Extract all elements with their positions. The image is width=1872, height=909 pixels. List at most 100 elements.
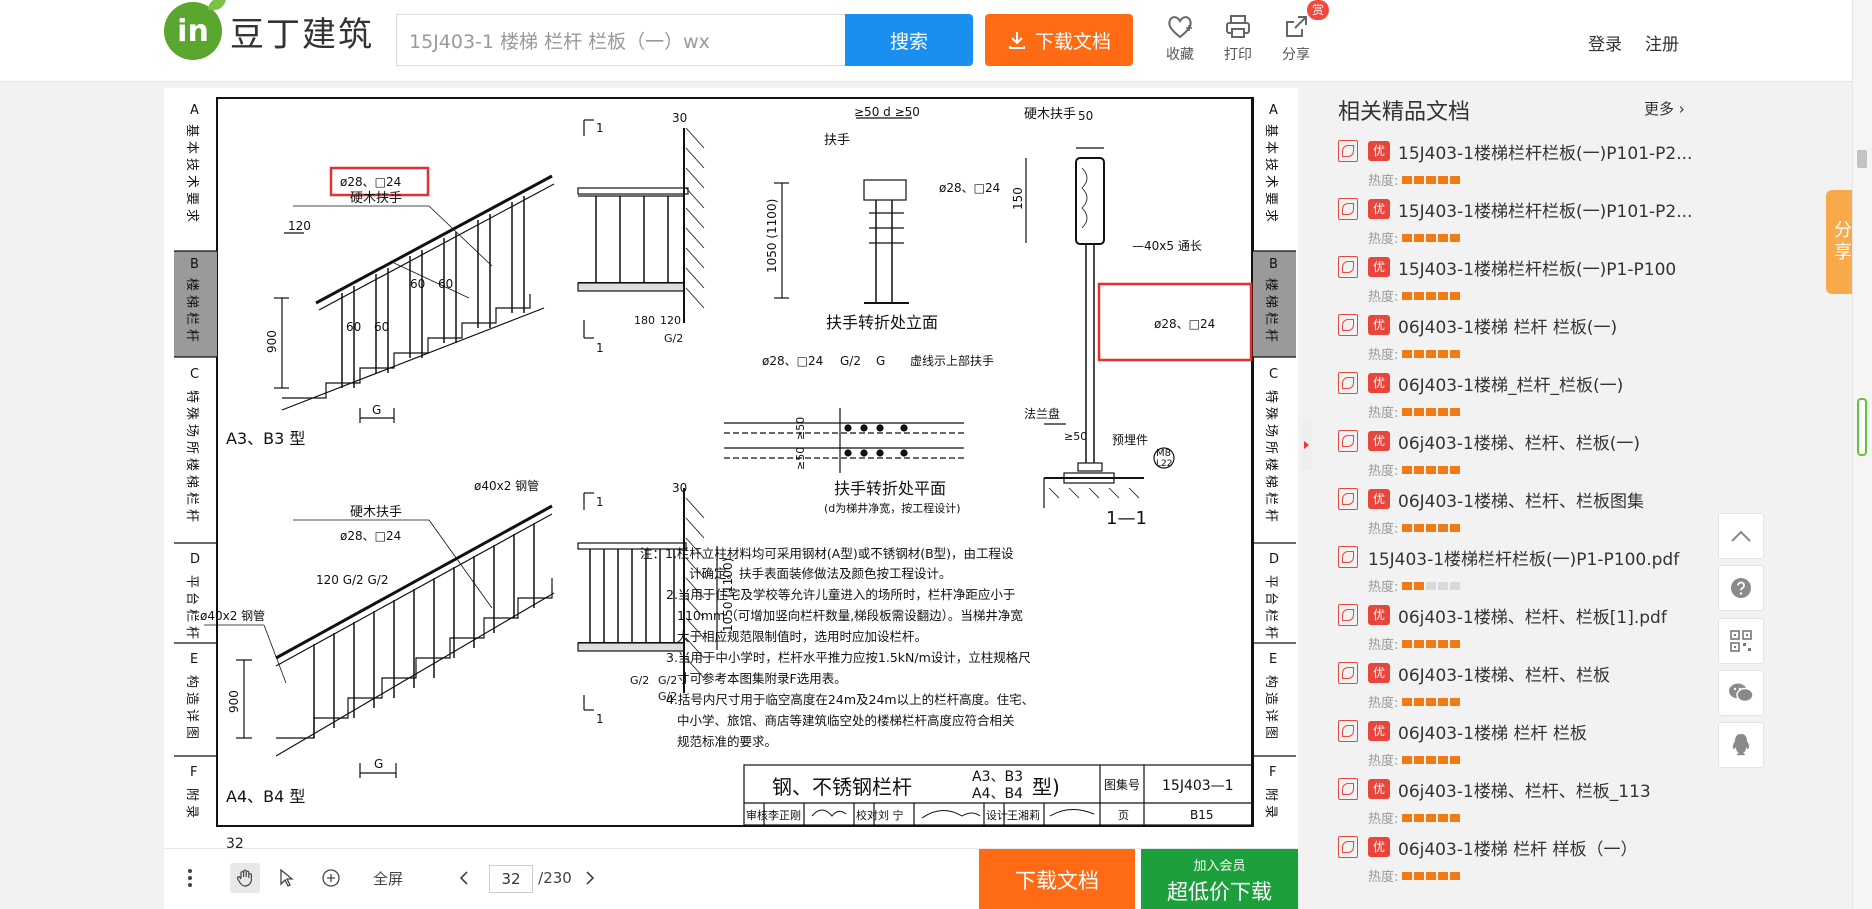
prev-page-icon[interactable] bbox=[454, 863, 474, 893]
related-doc-title[interactable]: 06J403-1楼梯_栏杆_栏板(一) bbox=[1398, 375, 1624, 396]
sheet-page-number: B15 bbox=[1190, 808, 1214, 822]
related-doc-title[interactable]: 06j403-1楼梯、栏杆、栏板_113 bbox=[1398, 781, 1651, 802]
related-doc-title[interactable]: 06J403-1楼梯 栏杆 栏板(一) bbox=[1398, 317, 1618, 338]
dim-g-plan: G bbox=[876, 354, 885, 368]
logo-mark: in bbox=[164, 0, 226, 60]
heat-segment bbox=[1426, 407, 1437, 416]
qq-button[interactable] bbox=[1718, 722, 1764, 768]
related-doc-title[interactable]: 06j403-1楼梯 栏杆 样板（一） bbox=[1398, 839, 1638, 860]
label-bar-size-top: ø28、□24 bbox=[340, 175, 401, 189]
bottom-download-button[interactable]: 下载文档 bbox=[979, 849, 1135, 909]
related-doc-title[interactable]: 06J403-1楼梯、栏杆、栏板图集 bbox=[1398, 491, 1645, 512]
heat-segment bbox=[1438, 697, 1449, 706]
more-options-icon[interactable] bbox=[180, 863, 200, 893]
hand-tool-icon[interactable] bbox=[230, 863, 260, 893]
heat-label: 热度: bbox=[1368, 348, 1399, 363]
related-doc-title[interactable]: 06J403-1楼梯 栏杆 栏板 bbox=[1398, 723, 1587, 744]
related-doc-title[interactable]: 15J403-1楼梯栏杆栏板(一)P101-P2... bbox=[1398, 201, 1693, 222]
wechat-button[interactable] bbox=[1718, 670, 1764, 716]
dim-60-a: 60 bbox=[410, 277, 425, 291]
label-steel-tube-bottom: ø40x2 钢管 bbox=[200, 608, 265, 623]
search-button[interactable]: 搜索 bbox=[845, 14, 973, 66]
right-tab-b-label: 楼梯栏杆 bbox=[1263, 278, 1278, 346]
heat-bar bbox=[1402, 755, 1461, 764]
scrollbar-thumb[interactable] bbox=[1857, 150, 1867, 168]
note-line: 2.当用于住宅及学校等允许儿童进入的场所时，栏杆净距应小于 bbox=[666, 587, 1015, 602]
favorite-button[interactable]: 收藏 bbox=[1155, 14, 1205, 64]
document-page[interactable]: A 基本技术要求 B 楼梯栏杆 C 特殊场所楼梯栏杆 D 平台栏杆 E 构造详图… bbox=[164, 88, 1298, 852]
share-side-tab[interactable]: 分享 bbox=[1826, 190, 1856, 294]
section-mark-bottom-b: 1 bbox=[596, 712, 604, 726]
right-tab-c-letter: C bbox=[1269, 367, 1278, 382]
heat-label: 热度: bbox=[1368, 174, 1399, 189]
collapse-sidebar-toggle[interactable] bbox=[1302, 420, 1312, 470]
zoom-in-icon[interactable] bbox=[318, 863, 344, 893]
pdf-icon bbox=[1338, 836, 1358, 858]
dim-g2-bottom-b: G/2 bbox=[658, 674, 677, 687]
login-link[interactable]: 登录 bbox=[1588, 35, 1622, 55]
heat-segment bbox=[1450, 349, 1461, 358]
share-button[interactable]: 分享 赏 bbox=[1271, 0, 1329, 64]
next-page-icon[interactable] bbox=[580, 863, 600, 893]
register-link[interactable]: 注册 bbox=[1645, 35, 1679, 55]
search-input[interactable] bbox=[396, 14, 846, 66]
back-to-top-button[interactable] bbox=[1718, 513, 1764, 559]
heat-segment bbox=[1426, 755, 1437, 764]
related-doc-title[interactable]: 06j403-1楼梯、栏杆、栏板(一) bbox=[1398, 433, 1641, 454]
site-logo[interactable]: in 豆丁建筑 bbox=[164, 0, 374, 60]
heat-rating: 热度: bbox=[1368, 866, 1461, 885]
atlas-label: 图集号 bbox=[1104, 777, 1140, 792]
related-doc-title[interactable]: 15J403-1楼梯栏杆栏板(一)P1-P100 bbox=[1398, 259, 1677, 280]
heat-rating: 热度: bbox=[1368, 634, 1461, 653]
related-doc-title[interactable]: 15J403-1楼梯栏杆栏板(一)P1-P100.pdf bbox=[1368, 549, 1680, 570]
heat-segment bbox=[1414, 755, 1425, 764]
more-link[interactable]: 更多 › bbox=[1644, 100, 1685, 118]
heat-label: 热度: bbox=[1368, 406, 1399, 421]
page-scrollbar[interactable] bbox=[1852, 0, 1872, 909]
related-doc-title[interactable]: 06J403-1楼梯、栏杆、栏板 bbox=[1398, 665, 1611, 686]
heat-rating: 热度: bbox=[1368, 344, 1461, 363]
related-doc-row[interactable]: 15J403-1楼梯栏杆栏板(一)P1-P100.pdf bbox=[1338, 544, 1679, 570]
fullscreen-button[interactable]: 全屏 bbox=[372, 869, 403, 888]
help-button[interactable] bbox=[1718, 565, 1764, 611]
heat-segment bbox=[1438, 175, 1449, 184]
related-doc-title[interactable]: 15J403-1楼梯栏杆栏板(一)P101-P2... bbox=[1398, 143, 1693, 164]
scroll-indicator[interactable] bbox=[1857, 398, 1867, 456]
elevation-a3-b3 bbox=[577, 119, 705, 339]
print-button[interactable]: 打印 bbox=[1213, 14, 1263, 64]
select-pointer-icon[interactable] bbox=[274, 863, 300, 893]
download-button[interactable]: 下载文档 bbox=[985, 14, 1133, 66]
qrcode-button[interactable] bbox=[1718, 618, 1764, 664]
label-bar-size-plan: ø28、□24 bbox=[762, 354, 823, 368]
heat-segment bbox=[1402, 291, 1413, 300]
vip-download-button[interactable]: 加入会员 超低价下载 bbox=[1141, 849, 1298, 909]
pdf-icon bbox=[1338, 256, 1358, 278]
related-doc-title[interactable]: 06j403-1楼梯、栏杆、栏板[1].pdf bbox=[1398, 607, 1667, 628]
page-number-input[interactable] bbox=[489, 865, 533, 893]
